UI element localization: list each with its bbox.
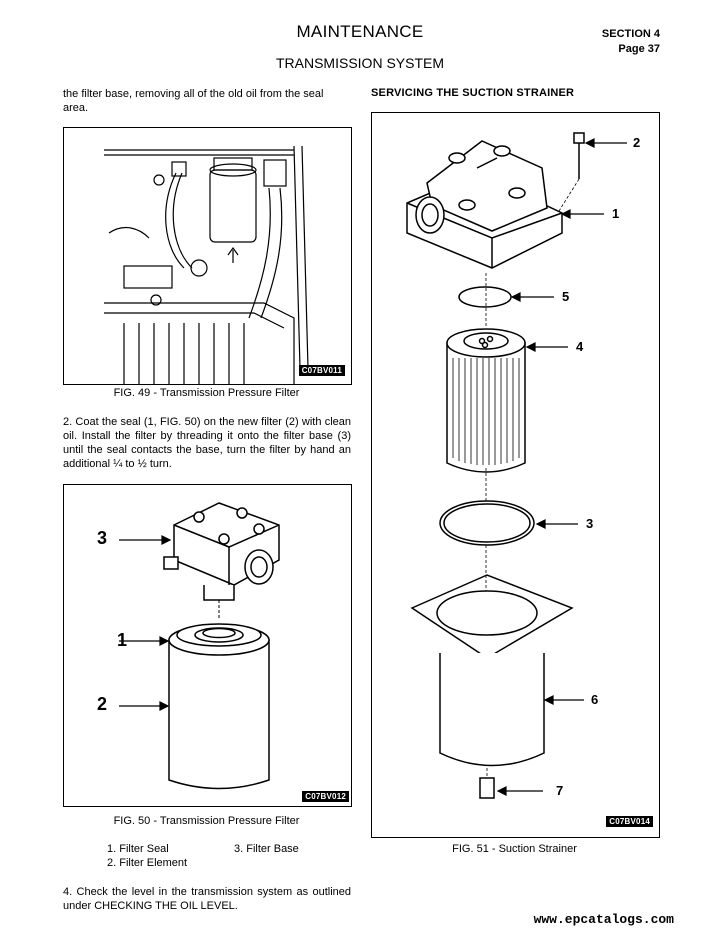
page-subtitle: TRANSMISSION SYSTEM: [275, 55, 445, 71]
fig50-callout-1: 1: [117, 630, 128, 650]
legend-item-filter-base: 3. Filter Base: [234, 843, 299, 855]
fig51-callout-7: 7: [556, 783, 564, 798]
figure-51-drawing: 2 1 5 4 3 6 7 C07BV014: [371, 112, 660, 838]
legend-item-filter-seal: 1. Filter Seal: [107, 843, 169, 855]
section-label: SECTION 4: [601, 28, 660, 40]
figure-49-code: C07BV011: [298, 365, 345, 376]
figure-51-illustration: [406, 132, 627, 799]
figure-50-drawing: 3 1 2 C07BV012: [63, 484, 352, 807]
step-2-paragraph: 2. Coat the seal (1, FIG. 50) on the new…: [63, 416, 351, 470]
figure-49-illustration: [104, 145, 309, 384]
figure-50-illustration: [119, 502, 280, 790]
watermark-url: www.epcatalogs.com: [533, 912, 674, 927]
figure-51-code: C07BV014: [606, 816, 653, 827]
figure-51-caption: FIG. 51 - Suction Strainer: [452, 843, 577, 855]
page-header-meta: SECTION 4 Page 37: [602, 27, 660, 57]
figure-50-caption: FIG. 50 - Transmission Pressure Filter: [113, 815, 300, 827]
fig50-callout-2: 2: [97, 694, 108, 714]
legend-item-filter-element: 2. Filter Element: [107, 857, 188, 869]
page-title: MAINTENANCE: [296, 22, 424, 41]
figure-50-code: C07BV012: [302, 791, 349, 802]
fig51-callout-3: 3: [586, 516, 594, 531]
fig51-callout-1: 1: [612, 206, 620, 221]
strainer-section-heading: SERVICING THE SUCTION STRAINER: [371, 87, 575, 99]
intro-paragraph: the filter base, removing all of the old…: [63, 88, 324, 114]
fig51-callout-6: 6: [591, 692, 599, 707]
page-number: Page 37: [618, 43, 660, 55]
figure-49-photo: C07BV011: [63, 127, 352, 385]
step-4-paragraph: 4. Check the level in the transmission s…: [63, 886, 351, 912]
fig51-callout-5: 5: [562, 289, 570, 304]
fig50-callout-3: 3: [97, 528, 108, 548]
figure-49-caption: FIG. 49 - Transmission Pressure Filter: [113, 387, 300, 399]
fig51-callout-4: 4: [576, 339, 584, 354]
fig51-callout-2: 2: [633, 135, 641, 150]
